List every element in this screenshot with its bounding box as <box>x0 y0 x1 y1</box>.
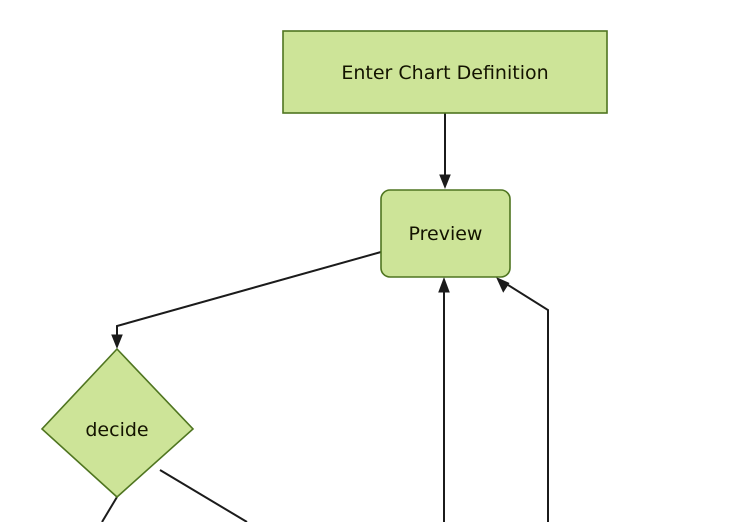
arrowhead-icon <box>438 277 450 293</box>
edge-line <box>159 469 248 522</box>
node-decide[interactable]: decide <box>40 347 195 499</box>
edge-decide-right-out <box>159 469 248 522</box>
arrowhead-icon <box>496 277 510 293</box>
node-preview[interactable]: Preview <box>380 189 511 278</box>
edge-preview-to-decide <box>111 251 382 349</box>
edge-enter-to-preview <box>439 113 451 189</box>
node-shape-rectangle[interactable] <box>282 30 608 114</box>
node-label-preview: Preview <box>409 223 483 245</box>
arrowhead-icon <box>439 174 451 189</box>
edge-line <box>101 496 118 522</box>
edge-line <box>116 251 382 335</box>
node-label-enter-chart-definition: Enter Chart Definition <box>341 62 548 84</box>
node-enter-chart-definition[interactable]: Enter Chart Definition <box>282 30 608 114</box>
edge-bottom-center-to-preview <box>438 277 450 522</box>
node-shape-diamond[interactable] <box>40 347 195 499</box>
edge-decide-bottom-out <box>101 496 118 522</box>
edge-line <box>507 284 549 522</box>
node-label-decide: decide <box>85 419 148 441</box>
arrowhead-icon <box>111 334 123 349</box>
edge-bottom-right-to-preview <box>496 277 549 522</box>
node-shape-rounded-rectangle[interactable] <box>380 189 511 278</box>
